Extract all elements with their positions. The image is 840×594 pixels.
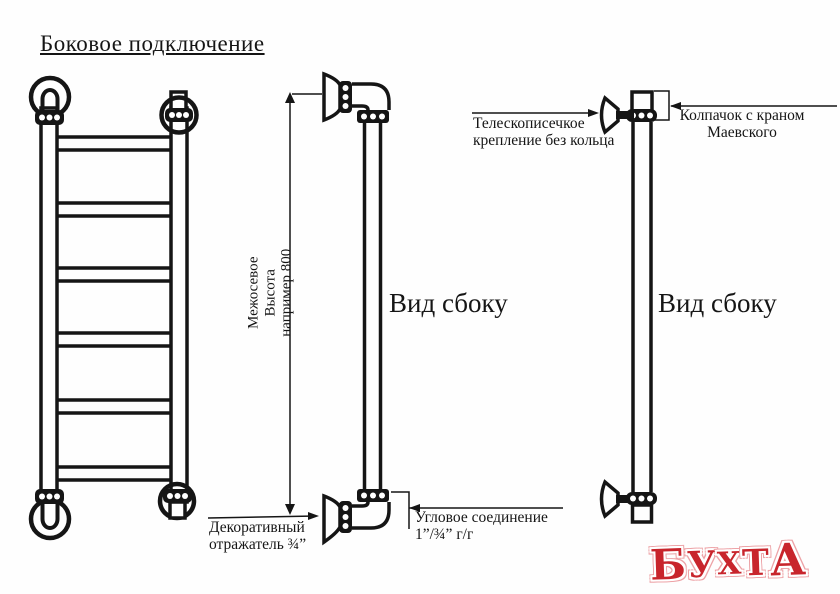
mayevsky-cap-label-line2: Маевского: [707, 123, 777, 141]
dimension-line: [285, 92, 322, 515]
side-view-caption-right: Вид сбоку: [658, 288, 777, 318]
telescopic-bracket-label-line2: крепление без кольца: [473, 131, 615, 149]
dimension-label-line2: Высота: [261, 269, 278, 317]
elbow-top: [352, 82, 391, 123]
mayevsky-cap-label: Колпачок с краном Маевского: [672, 107, 812, 141]
dimension-label-line1: Межосевое: [245, 256, 262, 329]
cap-leader: [654, 90, 837, 121]
logo-letter: Т: [741, 541, 770, 584]
buhta-logo: Б У Х Т А: [649, 534, 806, 590]
ring-bracket-bottom-right: [157, 481, 197, 521]
pipe-right: [631, 122, 653, 492]
corner-connection-label: Угловое соединение 1”/¾” г/г: [415, 509, 548, 543]
mayevsky-cap-label-line1: Колпачок с краном: [679, 107, 805, 124]
reflector-flange-bottom: [322, 493, 352, 546]
reflector-label: Декоративный отражатель ¾”: [209, 519, 307, 553]
ladder-rungs: [46, 135, 182, 482]
telescopic-bracket-bottom: [599, 479, 634, 519]
reflector-leader: [207, 512, 319, 520]
dimension-label-line3: например 800: [278, 248, 295, 337]
corner-connection-label-line1: Угловое соединение: [415, 509, 548, 526]
telescopic-bracket-label: Телескописечкое крепление без кольца: [473, 115, 615, 149]
side-view-right-drawing: [472, 90, 837, 524]
ring-bracket-top-right: [159, 90, 199, 135]
ladder-posts: [39, 106, 189, 504]
telescopic-bracket-top: [599, 95, 634, 135]
pipe-middle: [362, 123, 383, 490]
corner-leader: [391, 491, 563, 529]
ring-bracket-top-left: [28, 75, 72, 125]
side-view-middle-drawing: [207, 71, 563, 546]
side-view-caption-middle: Вид сбоку: [389, 288, 508, 318]
reflector-flange-top: [322, 71, 352, 123]
ring-bracket-bottom-left: [28, 489, 72, 541]
logo-letter: А: [769, 534, 807, 587]
telescopic-bracket-label-line1: Телескописечкое: [473, 115, 585, 132]
logo-letter: У: [686, 542, 717, 586]
reflector-label-line2: отражатель ¾”: [209, 535, 307, 553]
reflector-label-line1: Декоративный: [209, 519, 305, 536]
pipe-right-bottom-fitting: [626, 492, 657, 524]
telescopic-leader: [472, 109, 599, 117]
corner-connection-label-line2: 1”/¾” г/г: [415, 525, 474, 543]
front-view-drawing: [28, 75, 199, 541]
elbow-bottom: [352, 489, 391, 530]
dimension-label: Межосевое Высота например 800: [245, 223, 295, 363]
logo-letter: Х: [716, 545, 742, 582]
logo-letter: Б: [649, 539, 687, 590]
page-title: Боковое подключение: [40, 31, 265, 56]
